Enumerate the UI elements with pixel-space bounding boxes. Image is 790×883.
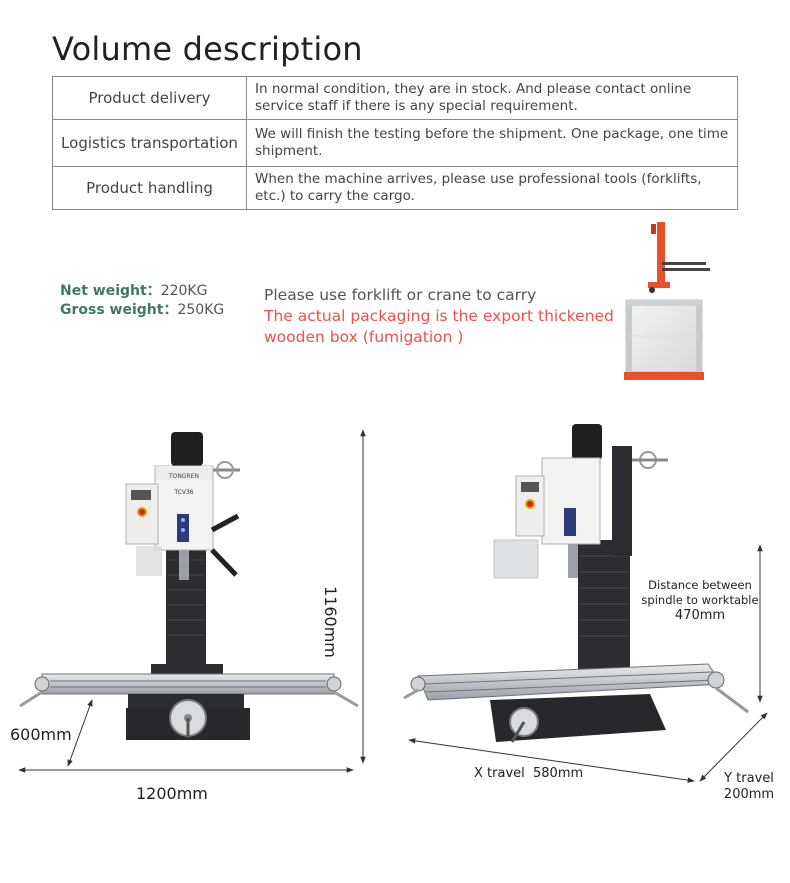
spindle-line-1: Distance between	[648, 578, 752, 592]
carry-line-3: wooden box (fumigation )	[264, 328, 464, 346]
spindle-line-2: spindle to worktable	[641, 593, 759, 607]
x-travel-label: X travel 580mm	[474, 766, 584, 781]
wooden-box-icon	[624, 299, 704, 380]
spindle-distance-label: Distance between spindle to worktable 47…	[640, 578, 760, 623]
y-travel-label: Y travel 200mm	[718, 771, 780, 803]
row-label: Product delivery	[52, 76, 247, 120]
milling-machine-front: TONGREN TCV36	[19, 432, 359, 740]
row-value: In normal condition, they are in stock. …	[246, 76, 738, 120]
row-label: Product handling	[52, 166, 247, 210]
table-row: Logistics transportation We will finish …	[52, 119, 738, 167]
carry-line-2: The actual packaging is the export thick…	[264, 307, 614, 325]
page-title: Volume description	[52, 30, 363, 68]
net-weight-label: Net weight：	[60, 283, 161, 299]
weight-info: Net weight：220KG Gross weight：250KG	[60, 282, 224, 320]
model-label: TCV36	[173, 489, 193, 496]
depth-dimension-line	[67, 699, 93, 767]
table-row: Product handling When the machine arrive…	[52, 166, 738, 210]
y-travel-title: Y travel	[724, 771, 774, 786]
forklift-icon	[648, 222, 710, 293]
table-row: Product delivery In normal condition, th…	[52, 76, 738, 120]
milling-machine-angled	[403, 424, 749, 743]
depth-label: 600mm	[10, 725, 72, 744]
x-travel-line	[408, 738, 695, 783]
carry-line-1: Please use forklift or crane to carry	[264, 286, 537, 304]
row-value: We will finish the testing before the sh…	[246, 119, 738, 167]
y-travel-line	[699, 712, 768, 782]
brand-label: TONGREN	[168, 473, 199, 480]
gross-weight-label: Gross weight：	[60, 302, 178, 318]
volume-table: Product delivery In normal condition, th…	[52, 76, 738, 210]
carry-instructions: Please use forklift or crane to carry Th…	[264, 285, 614, 348]
gross-weight-value: 250KG	[177, 302, 225, 318]
spindle-value: 470mm	[674, 608, 726, 623]
row-value: When the machine arrives, please use pro…	[246, 166, 738, 210]
y-travel-value: 200mm	[723, 787, 775, 802]
height-label: 1160mm	[321, 586, 340, 658]
width-label: 1200mm	[136, 784, 208, 803]
net-weight-value: 220KG	[160, 283, 208, 299]
